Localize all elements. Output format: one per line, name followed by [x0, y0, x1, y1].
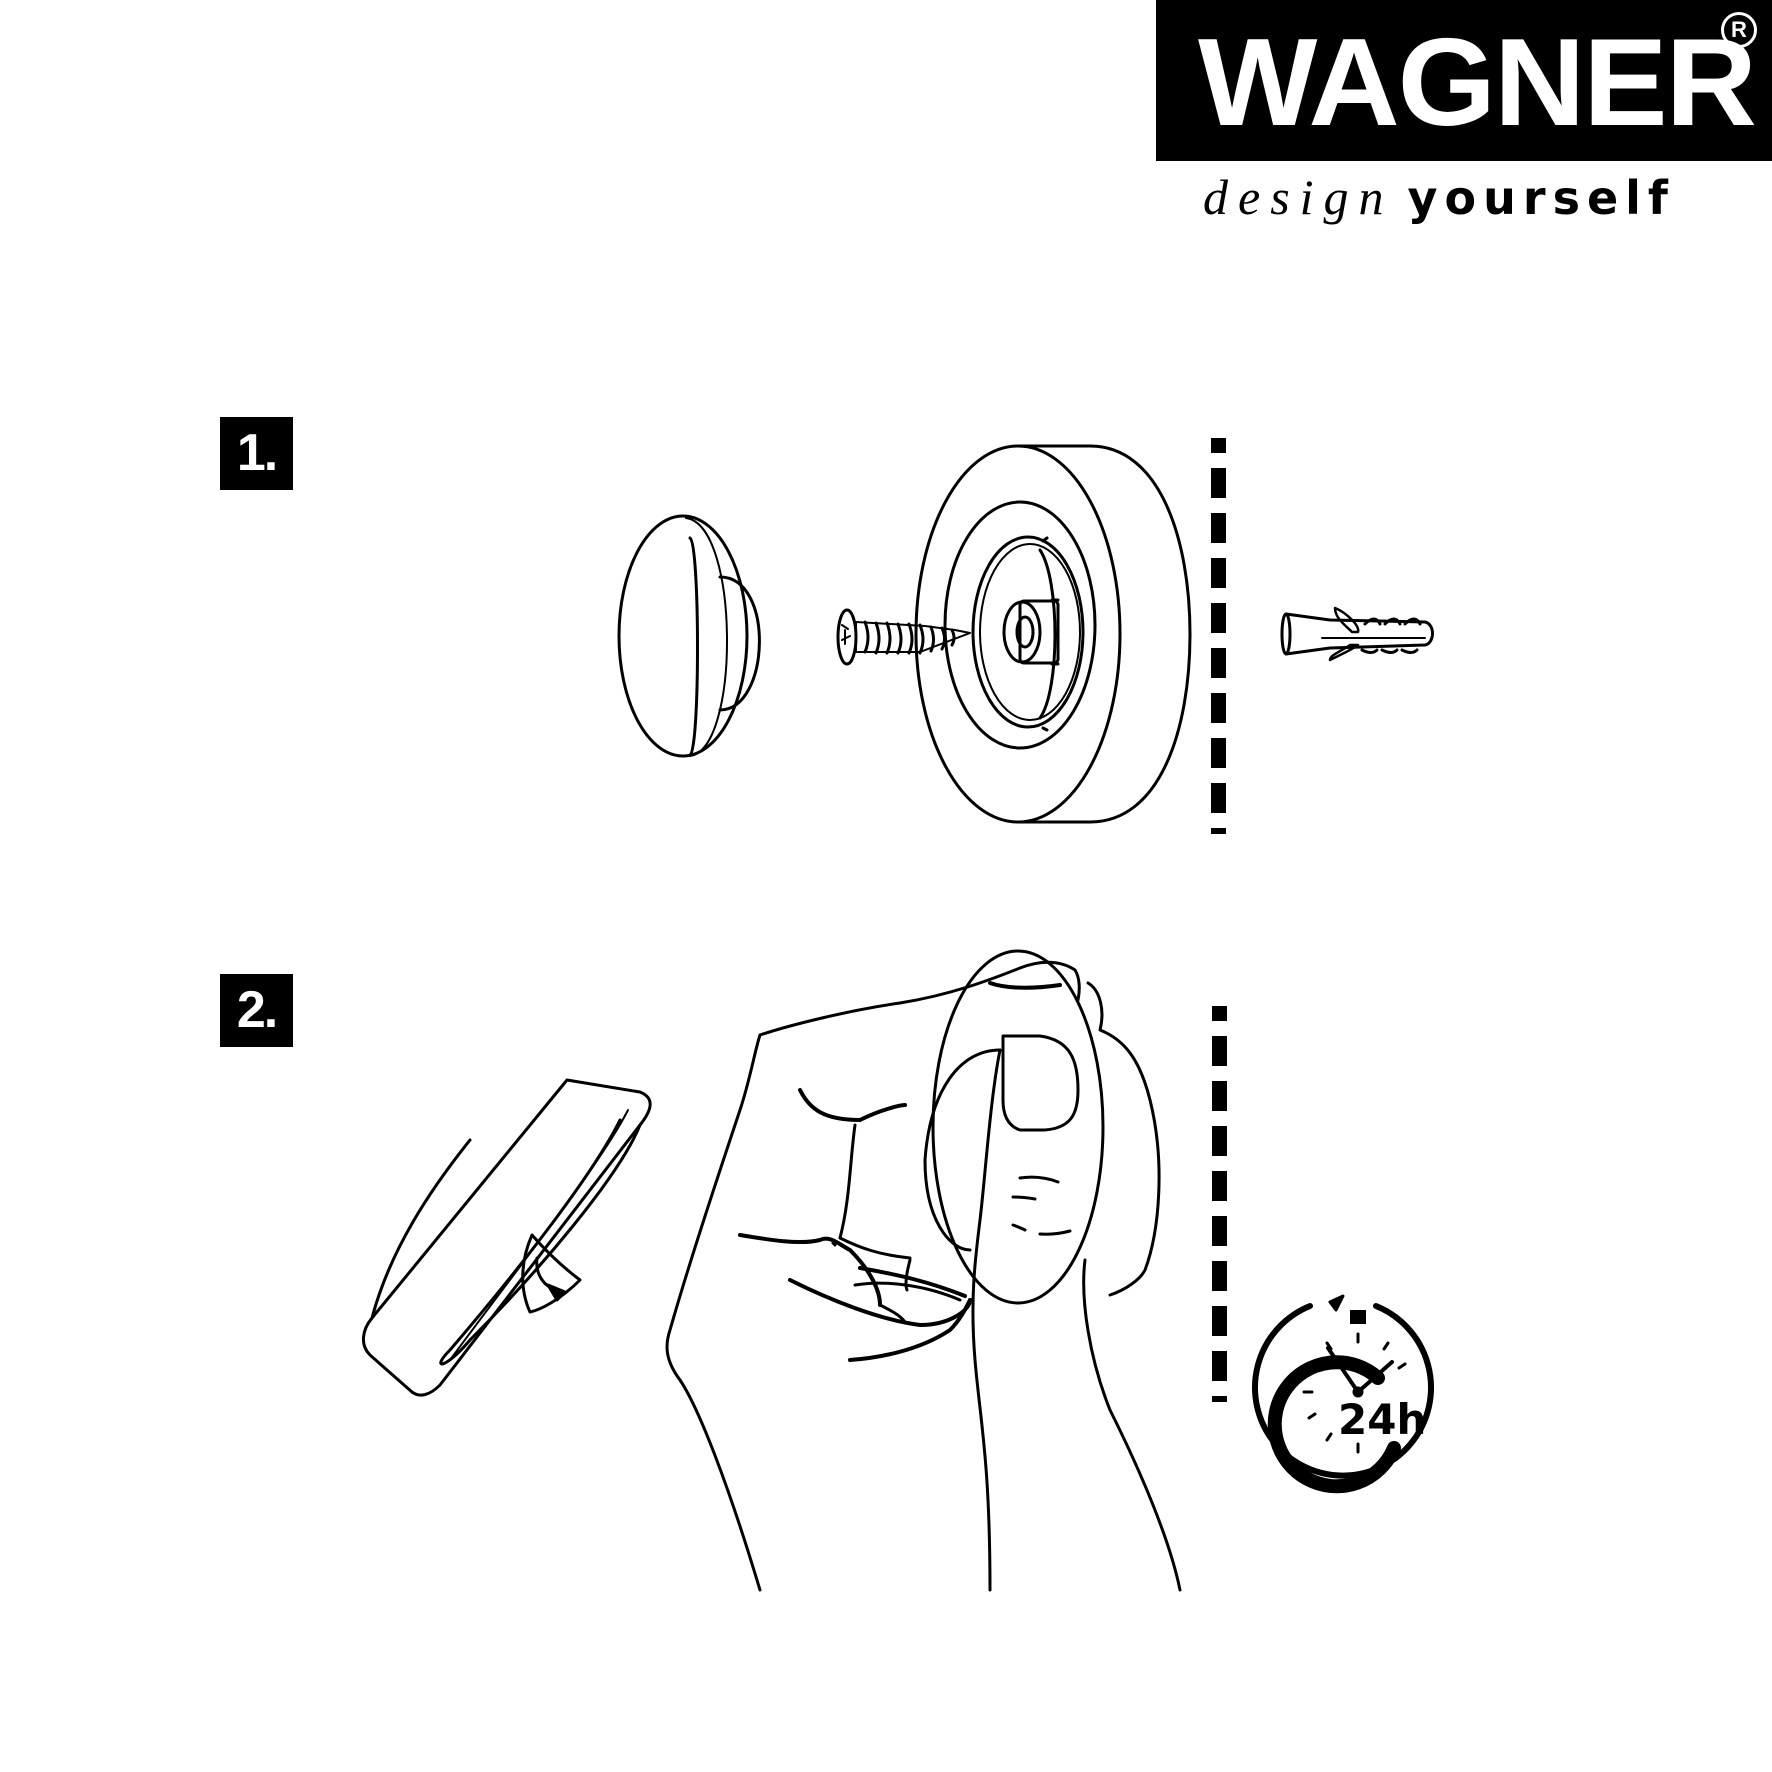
step-2-badge: 2.	[220, 974, 293, 1047]
tagline-bold: yourself	[1407, 171, 1675, 225]
screw-icon	[836, 608, 971, 666]
timer-label: 24h	[1338, 1395, 1426, 1444]
cover-cap-icon	[617, 514, 761, 758]
hand-pressing-mount-icon	[665, 949, 1182, 1592]
step-1-badge: 1.	[220, 417, 293, 490]
adhesive-mount-icon	[362, 1078, 652, 1397]
brand-name: WAGNER	[1198, 14, 1757, 152]
mounting-base-icon	[914, 444, 1192, 824]
stopwatch-icon: 24h	[1252, 1294, 1434, 1494]
tagline-italic: design	[1203, 169, 1394, 225]
registered-mark-icon: R	[1721, 12, 1757, 48]
wall-line-step-1	[1211, 438, 1226, 834]
wall-plug-icon	[1280, 606, 1434, 662]
brand-logo: WAGNER R	[1156, 0, 1772, 161]
wall-line-step-2	[1212, 1006, 1227, 1402]
